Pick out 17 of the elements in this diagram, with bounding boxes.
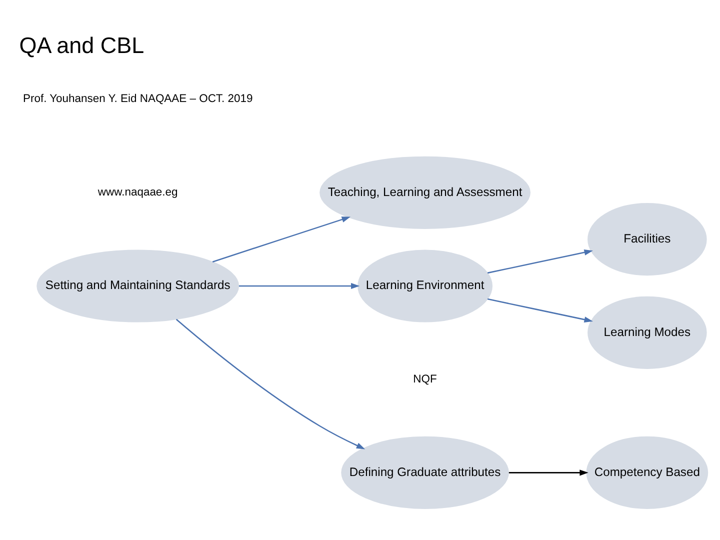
node-ellipse: Learning Environment [358,250,493,322]
arrow [508,470,588,476]
node-ellipse: Learning Modes [588,296,707,369]
arrow [238,282,360,290]
arrow [212,216,350,262]
node-ellipse: Competency Based [586,436,708,509]
node-ellipse: Defining Graduate attributes [341,436,509,509]
label: www.naqaae.eg [98,186,178,199]
node-ellipse: Setting and Maintaining Standards [36,250,240,322]
diagram-title: QA and CBL [19,32,144,58]
label: NQF [413,373,437,386]
arrow [487,298,593,323]
arrow [176,318,366,450]
node-ellipse: Facilities [588,203,707,276]
node-ellipse: Teaching, Learning and Assessment [320,156,531,229]
label: Prof. Youhansen Y. Eid NAQAAE – OCT. 2019 [23,93,253,106]
arrow [487,249,593,274]
